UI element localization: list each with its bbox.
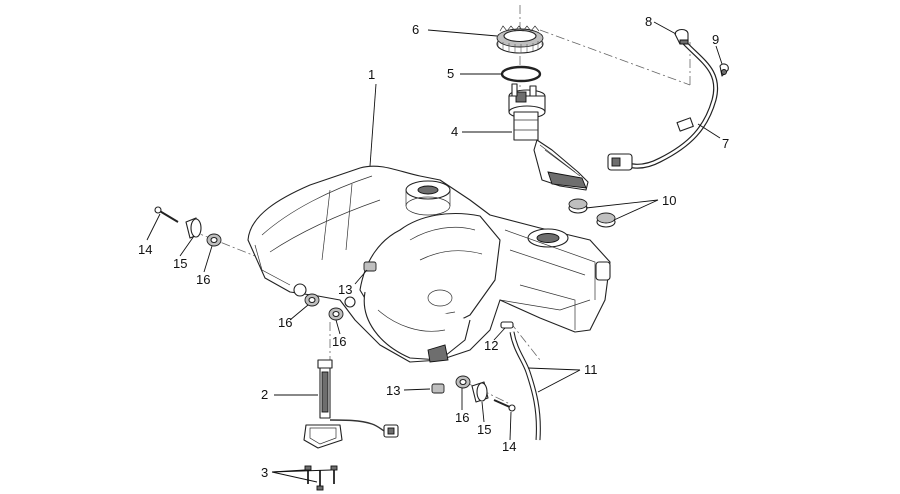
callout-15-right: 15 <box>477 422 491 437</box>
part-seal-ring <box>500 65 542 83</box>
callout-16-left: 16 <box>196 272 210 287</box>
callout-3: 3 <box>261 465 268 480</box>
part-fuel-hose <box>607 38 719 171</box>
part-breather-hose <box>509 331 541 441</box>
callout-13-lower: 13 <box>386 383 400 398</box>
part-fuel-tank <box>247 165 611 363</box>
part-grommets <box>568 198 616 228</box>
callout-16-right: 16 <box>455 410 469 425</box>
callout-6: 6 <box>412 22 419 37</box>
callout-labels: 1 2 3 4 5 6 7 8 9 10 11 12 13 13 14 14 1… <box>138 14 729 480</box>
callout-14-left: 14 <box>138 242 152 257</box>
callout-2: 2 <box>261 387 268 402</box>
callout-15-left: 15 <box>173 256 187 271</box>
callout-7: 7 <box>722 136 729 151</box>
part-level-sender <box>303 359 399 449</box>
callout-1: 1 <box>368 67 375 82</box>
callout-16-mid: 16 <box>332 334 346 349</box>
callout-4: 4 <box>451 124 458 139</box>
callout-9: 9 <box>712 32 719 47</box>
callout-16-tank: 16 <box>278 315 292 330</box>
part-sender-screws <box>304 465 338 491</box>
callout-12: 12 <box>484 338 498 353</box>
callout-14-right: 14 <box>502 439 516 454</box>
callout-8: 8 <box>645 14 652 29</box>
part-hose-clamp <box>674 28 689 45</box>
callout-10: 10 <box>662 193 676 208</box>
callout-5: 5 <box>447 66 454 81</box>
part-fuel-pump <box>508 83 589 191</box>
part-hose-clip <box>719 63 729 77</box>
leader-lines <box>146 21 723 483</box>
callout-11: 11 <box>584 362 598 377</box>
part-small-clamp <box>500 321 514 329</box>
part-spacers <box>363 261 445 394</box>
part-mounting-hardware <box>154 206 516 412</box>
callout-13-upper: 13 <box>338 282 352 297</box>
part-lock-ring <box>496 25 544 54</box>
